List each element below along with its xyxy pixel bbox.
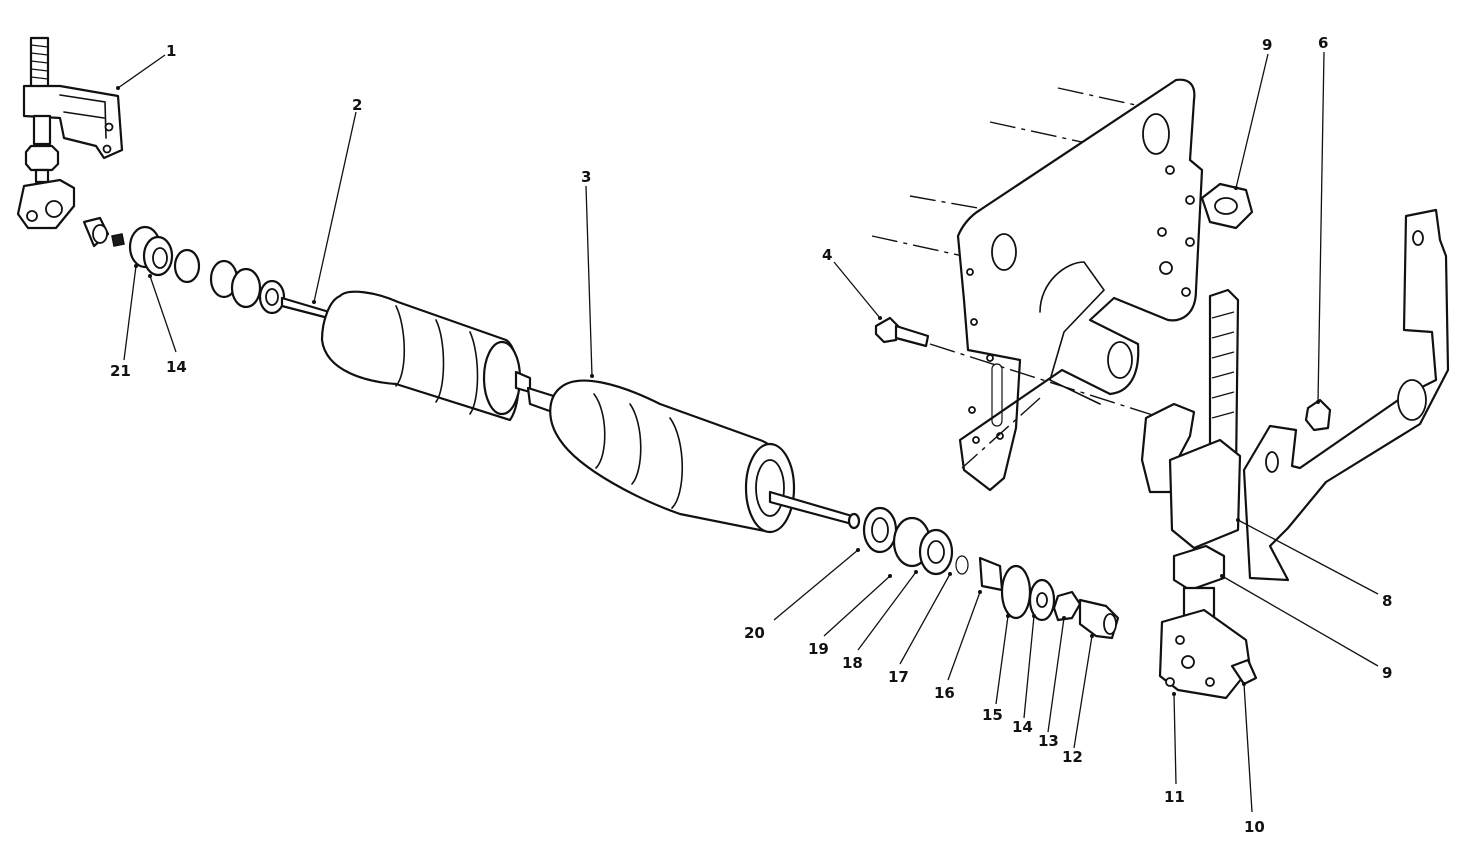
leader-lines <box>116 51 1379 813</box>
callout-16: 16 <box>934 684 955 702</box>
callout-4: 4 <box>822 246 832 264</box>
callout-13: 13 <box>1038 732 1059 750</box>
bolt-4 <box>874 316 1163 419</box>
callout-labels: 1 2 3 4 6 9 8 9 10 11 12 13 14 15 16 17 … <box>110 34 1392 836</box>
callout-19: 19 <box>808 640 829 658</box>
left-shaft-bearing-stack <box>82 216 286 315</box>
callout-21: 21 <box>110 362 131 380</box>
callout-14-right: 14 <box>1012 718 1033 736</box>
callout-12: 12 <box>1062 748 1083 766</box>
frame-plate <box>871 78 1204 492</box>
callout-2: 2 <box>352 96 362 114</box>
callout-17: 17 <box>888 668 909 686</box>
callout-3: 3 <box>581 168 591 186</box>
callout-1: 1 <box>166 42 176 60</box>
callout-10: 10 <box>1244 818 1265 836</box>
callout-11: 11 <box>1164 788 1185 806</box>
callout-6: 6 <box>1318 34 1328 52</box>
callout-8: 8 <box>1382 592 1392 610</box>
bracket-right <box>1242 208 1450 582</box>
callout-9-top: 9 <box>1262 36 1272 54</box>
adjuster-assembly-right <box>1140 288 1258 700</box>
callout-15: 15 <box>982 706 1003 724</box>
nut-9-top <box>1200 182 1254 230</box>
roller-center <box>526 379 861 534</box>
roller-left <box>280 290 532 422</box>
callout-20: 20 <box>744 624 765 642</box>
callout-14-left: 14 <box>166 358 187 376</box>
callout-18: 18 <box>842 654 863 672</box>
callout-9-bottom: 9 <box>1382 664 1392 682</box>
adjuster-bracket-left <box>16 36 124 230</box>
right-shaft-bearing-stack <box>862 506 1120 640</box>
